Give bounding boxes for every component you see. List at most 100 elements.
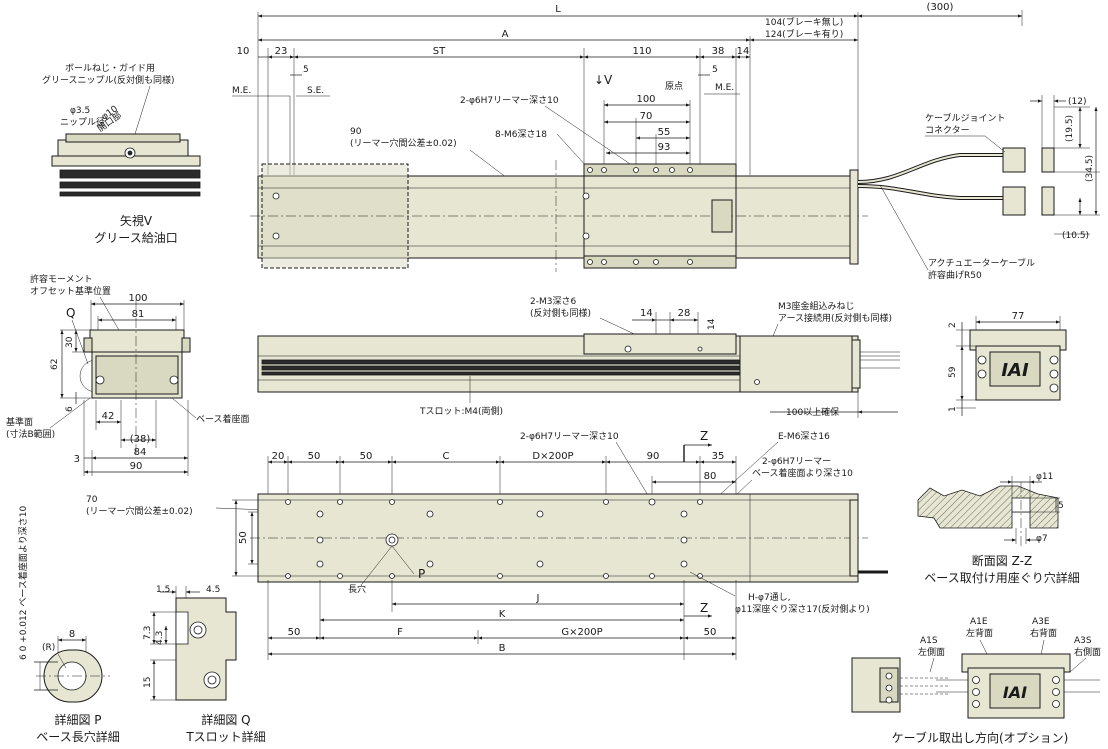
view-v-subtitle: グリース給油口: [94, 231, 177, 245]
dim-19-5: (19.5): [1065, 115, 1075, 142]
bv-reamer-side-1: 2-φ6H7リーマー: [762, 457, 831, 467]
right-end-view: 77 IAI 2 59 1: [948, 311, 1067, 416]
zz-phi7: φ7: [1036, 534, 1048, 544]
p-marker: P: [418, 567, 425, 581]
me-right-label: M.E.: [715, 83, 734, 93]
detail-p-R: (R): [42, 643, 55, 653]
bv-dim-50v: 50: [238, 531, 249, 544]
dim-38: 38: [712, 46, 725, 57]
screw-label-2: アース接続用(反対側も同様): [778, 312, 892, 324]
dim-104: 104(ブレーキ無し): [765, 16, 843, 28]
end-dim-84: 84: [134, 447, 147, 458]
phi35-label: φ3.5: [70, 106, 90, 116]
m3-label-2: (反対側も同様): [530, 307, 591, 319]
detail-p-dim-8: 8: [69, 629, 75, 640]
opt-A1E: A1E: [970, 617, 988, 627]
opt-iai-logo: IAI: [1003, 683, 1027, 702]
bv-dim-50-left: 50: [288, 627, 301, 638]
nipple-label: ニップル径: [60, 116, 105, 128]
actuator-cable-label-2: 許容曲げR50: [928, 269, 982, 281]
tslot-label: Tスロット:M4(両側): [419, 405, 503, 417]
re-dim-59: 59: [948, 366, 958, 378]
dim-10: 10: [237, 46, 250, 57]
cable-option: A1S 左側面 A1E 左背面 A3E 右背面 A3S 右側面 IAI: [851, 617, 1101, 745]
long-hole-label: 長穴: [348, 583, 366, 595]
moment-label-1: 許容モーメント: [30, 273, 93, 285]
q-marker: Q: [66, 306, 75, 320]
dim-10-5: (10.5): [1062, 231, 1089, 241]
bv-dim-C: C: [443, 451, 450, 462]
dim-cable-300: (300): [927, 2, 954, 13]
dim-5-left: 5: [303, 65, 309, 75]
end-view-left: 許容モーメント オフセット基準位置 100 81 Q 30 62 6: [6, 273, 250, 476]
bv-dim-50-right: 50: [704, 627, 717, 638]
end-dim-38: (38): [130, 434, 151, 445]
dim-14: 14: [737, 46, 750, 57]
end-dim-90: 90: [130, 461, 143, 472]
z-marker-top: Z: [700, 429, 708, 443]
zz-phi11: φ11: [1036, 472, 1053, 482]
origin-label: 原点: [665, 81, 683, 92]
re-dim-2: 2: [948, 322, 958, 328]
bv-dim-J: J: [536, 593, 540, 604]
dim-A: A: [502, 29, 509, 40]
moment-label-2: オフセット基準位置: [30, 285, 111, 297]
dim-110: 110: [632, 46, 651, 57]
dim-55: 55: [658, 127, 671, 138]
detail-q-dim-1-5: 1.5: [156, 585, 170, 595]
cable-option-title: ケーブル取出し方向(オプション): [892, 730, 1069, 745]
bv-dim-Dx200P: D×200P: [532, 451, 573, 462]
dim-23: 23: [275, 46, 288, 57]
grease-label-2: グリースニップル(反対側も同様): [42, 74, 175, 86]
base-face-label: ベース着座面: [196, 413, 250, 425]
dim-34-5: (34.5): [1085, 155, 1095, 182]
opt-A1E-sub: 左背面: [966, 627, 993, 639]
opt-A1S: A1S: [920, 636, 938, 646]
detail-q: 1.5 4.5 7.3 4.3 15 詳細図 Q Tスロット詳細: [143, 585, 266, 744]
view-v-arrow: ↓V: [594, 73, 613, 87]
clearance-label: 100以上確保: [786, 406, 839, 418]
view-v-grease: ボールねじ・ガイド用 グリースニップル(反対側も同様) φ3.5 ニップル径 φ…: [42, 63, 201, 245]
pitch70-label-2: (リーマー穴間公差±0.02): [86, 505, 193, 517]
bv-dim-50b: 50: [360, 451, 373, 462]
end-dim-100: 100: [128, 293, 147, 304]
reamer-top-label: 2-φ6H7リーマー深さ10: [460, 95, 559, 106]
reamer-pitch-90: 90: [350, 127, 362, 137]
opt-A3S-sub: 右側面: [1074, 646, 1101, 658]
screw-label-1: M3座金組込みねじ: [778, 300, 855, 312]
side-dim-28: 28: [678, 308, 691, 319]
through-label-2: φ11深座ぐり深さ17(反対側より): [735, 603, 870, 615]
zz-subtitle: ベース取付け用座ぐり穴詳細: [924, 570, 1079, 585]
detail-q-dim-15: 15: [143, 677, 153, 688]
bv-dim-F: F: [397, 627, 403, 638]
actuator-cable-label-1: アクチュエーターケーブル: [928, 257, 1035, 269]
opt-A3E-sub: 右背面: [1030, 627, 1057, 639]
bv-dim-B: B: [499, 643, 506, 654]
m3-label-1: 2-M3深さ6: [530, 296, 576, 307]
opt-A3E: A3E: [1032, 617, 1050, 627]
detail-p: 6 0 +0.012 ベース着座面より深さ10 8 (R) 詳細図 P ベース長…: [17, 506, 120, 744]
dim-93: 93: [658, 142, 671, 153]
bv-dim-20: 20: [272, 451, 285, 462]
bv-reamer-top-label: 2-φ6H7リーマー深さ10: [520, 431, 619, 442]
top-view: L (300) A 104(ブレーキ無し) 124(ブレーキ有り) 10 23 …: [232, 2, 1100, 281]
cable-joint-label-1: ケーブルジョイント: [925, 112, 1005, 124]
end-dim-62: 62: [50, 359, 60, 370]
pitch70-label-1: 70: [86, 495, 98, 505]
grease-label-1: ボールねじ・ガイド用: [65, 63, 155, 74]
zz-dim-5: 5: [1058, 501, 1064, 511]
bv-dim-80: 80: [704, 471, 717, 482]
bv-dim-90: 90: [647, 451, 660, 462]
view-v-title: 矢視V: [120, 213, 153, 228]
ref-face-label-1: 基準面: [6, 416, 33, 428]
bv-dim-35: 35: [712, 451, 725, 462]
opt-A1S-sub: 左側面: [918, 646, 945, 658]
dim-5-right: 5: [712, 65, 718, 75]
bv-dim-50a: 50: [308, 451, 321, 462]
detail-q-dim-4-5: 4.5: [206, 585, 220, 595]
bv-reamer-side-2: ベース着座面より深さ10: [752, 467, 853, 479]
detail-q-title: 詳細図 Q: [201, 712, 250, 727]
z-marker-bottom: Z: [700, 601, 708, 615]
bv-dim-K: K: [499, 609, 506, 620]
